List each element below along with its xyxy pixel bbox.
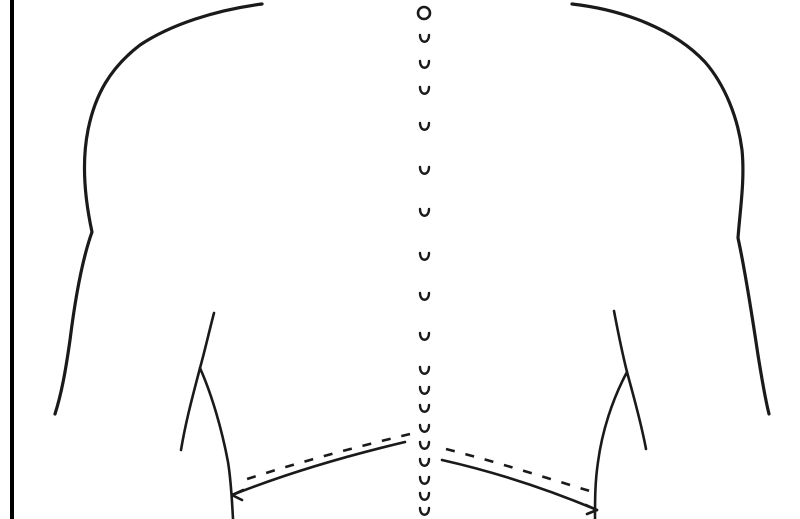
vertebra-mark (420, 425, 429, 432)
vertebra-mark (420, 459, 429, 466)
right-arm-inner-outline (627, 372, 646, 449)
vertebra-mark (420, 493, 429, 500)
right-shoulder-arm-outline (572, 4, 769, 414)
right-incision-dashed-guide (446, 449, 593, 492)
vertebra-mark (420, 293, 429, 300)
spine-vertebrae (420, 35, 429, 515)
right-incision-line (442, 460, 597, 510)
left-shoulder-arm-outline (55, 4, 262, 414)
vertebra-mark (420, 367, 429, 374)
vertebra-mark (420, 35, 429, 42)
vertebra-mark (420, 387, 429, 394)
vertebra-mark (420, 123, 429, 130)
vertebra-mark (420, 253, 429, 260)
vertebra-mark (420, 442, 429, 449)
vertebra-mark (420, 61, 429, 68)
left-incision-line (232, 442, 405, 495)
vertebra-mark (420, 209, 429, 216)
vertebra-mark (420, 167, 429, 174)
vertebra-mark (420, 508, 429, 515)
vertebra-mark (420, 333, 429, 340)
vertebra-mark (420, 405, 429, 412)
left-incision-dashed-guide (238, 434, 410, 482)
right-waist-outline (595, 311, 627, 519)
left-arm-inner-outline (181, 368, 200, 450)
left-waist-outline (200, 313, 233, 519)
vertebra-mark (420, 477, 429, 484)
left-incision-end-marker (232, 490, 243, 500)
vertebra-mark (420, 87, 429, 94)
spine-top-vertebra (418, 7, 430, 19)
